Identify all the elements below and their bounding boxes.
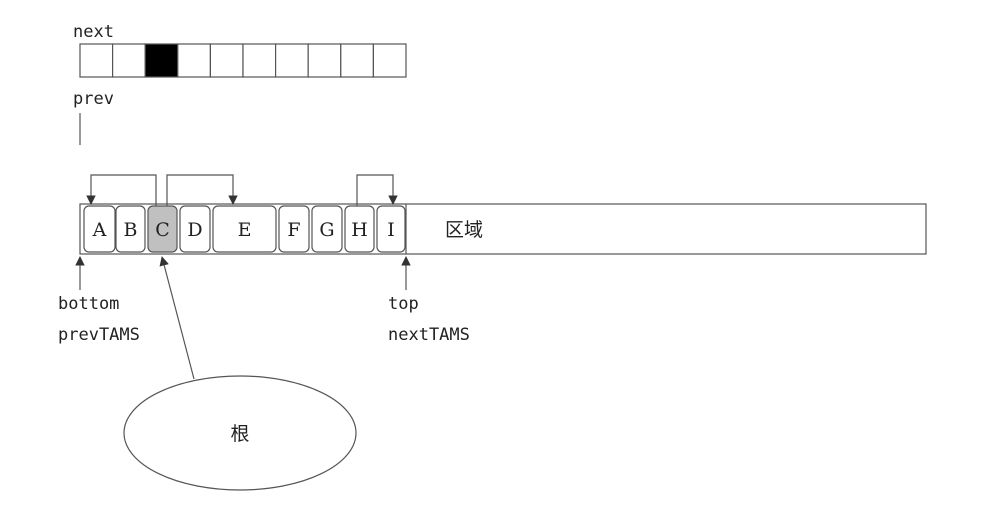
nexttams-label: nextTAMS — [388, 325, 470, 345]
reference-arrow-c-to-a — [86, 174, 157, 206]
bottom-label: bottom — [58, 294, 119, 314]
bitmap-cell — [111, 43, 146, 78]
bitmap-cell-marked — [144, 43, 179, 78]
top-label: top — [388, 294, 419, 314]
object-label-b: B — [124, 219, 138, 241]
bitmap-cell — [209, 43, 244, 78]
bitmap-prev-label: prev — [73, 89, 114, 109]
bitmap-cell — [307, 43, 342, 78]
bitmap-cell — [242, 43, 277, 78]
object-box-e — [212, 205, 277, 253]
region-label: 区域 — [445, 219, 483, 241]
object-label-h: H — [351, 219, 368, 241]
object-box-i — [376, 205, 406, 253]
object-box-d — [179, 205, 211, 253]
object-box-g — [311, 205, 343, 253]
object-box-c — [147, 205, 178, 253]
root-reference-arrow — [159, 256, 195, 380]
object-box-b — [115, 205, 146, 253]
bitmap-cell — [340, 43, 374, 78]
object-label-d: D — [187, 219, 202, 241]
object-references — [86, 174, 398, 206]
object-label-f: F — [287, 219, 300, 241]
prevtams-label: prevTAMS — [58, 325, 140, 345]
bitmap-cell — [372, 43, 407, 78]
object-label-e: E — [238, 219, 252, 241]
object-label-c: C — [155, 219, 170, 241]
bitmap-cell — [177, 43, 212, 78]
object-box-a — [83, 205, 116, 253]
object-box-f — [278, 205, 310, 253]
object-label-g: G — [319, 219, 334, 241]
object-label-i: I — [387, 219, 395, 241]
bitmap-cell — [79, 43, 114, 78]
reference-arrow-c-to-e — [166, 174, 238, 206]
bitmap-cell — [275, 43, 309, 78]
object-box-h — [344, 205, 375, 253]
root-label: 根 — [230, 423, 249, 445]
object-label-a: A — [92, 219, 107, 241]
bitmap-cells — [79, 43, 407, 78]
reference-arrow-h-to-i — [356, 174, 398, 206]
root-ellipse — [123, 375, 357, 491]
bitmap-next-label: next — [73, 22, 114, 42]
